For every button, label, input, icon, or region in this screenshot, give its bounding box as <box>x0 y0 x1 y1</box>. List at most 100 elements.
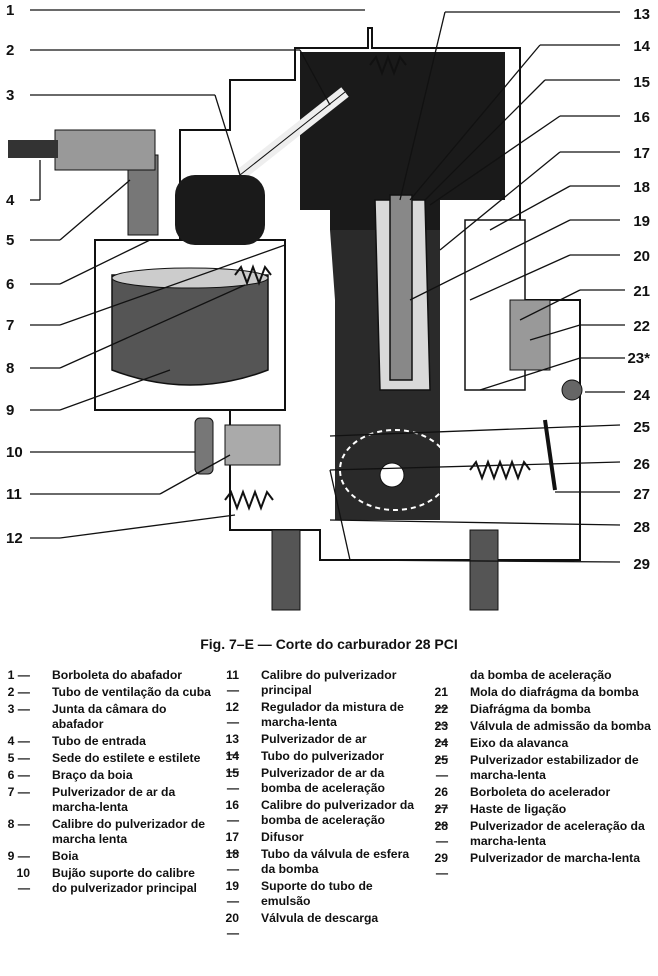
float-top <box>111 267 269 289</box>
callout-29: 29 <box>633 556 650 573</box>
legend-item: 19Suporte do tubo de emulsão <box>215 879 420 909</box>
legend-item-number: 18 <box>215 847 239 877</box>
legend-item: 1 Borboleta do abafador <box>6 668 211 683</box>
legend-item-text: Calibre do pulverizador da bomba de acel… <box>261 798 415 827</box>
callout-2: 2 <box>6 42 14 59</box>
legend-item-text: Tubo do pulverizador <box>261 749 384 763</box>
legend-item-number: 10 <box>6 866 30 896</box>
callout-27: 27 <box>633 486 650 503</box>
legend-item: 12 Regulador da mistura de marcha-lenta <box>215 700 420 730</box>
legend-item: 17Difusor <box>215 830 420 845</box>
legend-item-text: Boia <box>52 849 79 863</box>
legend-item: 25 Pulverizador estabilizador de marcha-l… <box>424 753 652 783</box>
callout-16: 16 <box>633 109 650 126</box>
callout-15: 15 <box>633 74 650 91</box>
callout-13: 13 <box>633 6 650 23</box>
inlet-fitting <box>54 129 156 171</box>
legend-item-number: 5 <box>6 751 30 766</box>
legend-item-text: da bomba de aceleração <box>470 668 612 682</box>
legend-item: 22Diafrágma da bomba <box>424 702 652 717</box>
legend-item-number: 12 <box>215 700 239 730</box>
legend-item-text: Borboleta do abafador <box>52 668 183 682</box>
legend-item-text: Pulverizador estabilizador de marcha-len… <box>470 753 639 782</box>
legend-item: 2 Tubo de ventilação da cuba <box>6 685 211 700</box>
legend-item-number: 17 <box>215 830 239 860</box>
legend-item-text: Sede do estilete e estilete <box>52 751 201 765</box>
throttle-valve <box>339 429 451 511</box>
mounting-studs <box>271 529 499 611</box>
legend-item: 24Eixo da alavanca <box>424 736 652 751</box>
legend-item: 23Válvula de admissão da bomba <box>424 719 652 734</box>
callout-8: 8 <box>6 360 14 377</box>
legend-item-text: Válvula de admissão da bomba <box>470 719 651 733</box>
legend-item-text: Tubo de ventilação da cuba <box>52 685 211 699</box>
legend-item-number: 2 <box>6 685 30 700</box>
callout-12: 12 <box>6 530 23 547</box>
legend-item-text: Junta da câmara do abafador <box>52 702 167 731</box>
callout-28: 28 <box>633 519 650 536</box>
main-jet <box>224 424 281 466</box>
legend-item-number: 6 <box>6 768 30 783</box>
legend-item-number: 25 <box>424 753 448 783</box>
legend-item: 29Pulverizador de marcha-lenta <box>424 851 652 866</box>
legend-item-number: 24 <box>424 736 448 766</box>
legend-item-number: 20 <box>215 911 239 941</box>
legend-item-number: 4 <box>6 734 30 749</box>
legend-item: 6 Braço da boia <box>6 768 211 783</box>
legend-column-3: da bomba de aceleração 21Mola do diafrágm… <box>424 668 652 868</box>
legend-item-text: Bujão suporte do calibre do pulverizador… <box>52 866 197 895</box>
legend-item-text: Haste de ligação <box>470 802 567 816</box>
legend-item: 15Pulverizador de ar da bomba de acelera… <box>215 766 420 796</box>
callout-14: 14 <box>633 38 650 55</box>
air-horn-chamber <box>300 52 505 230</box>
legend-item-text: Pulverizador de marcha-lenta <box>470 851 641 865</box>
legend-item-text: Mola do diafrágma da bomba <box>470 685 639 699</box>
legend-item: 3Junta da câmara do abafador <box>6 702 211 732</box>
legend-item: 8Calibre do pulverizador de marcha lenta <box>6 817 211 847</box>
callout-10: 10 <box>6 444 23 461</box>
figure-caption: Fig. 7–E — Corte do carburador 28 PCI <box>200 636 458 652</box>
legend-item-text: Válvula de descarga <box>261 911 379 925</box>
legend-item-number: 22 <box>424 702 448 732</box>
legend-item-number: 1 <box>6 668 30 683</box>
callout-7: 7 <box>6 317 14 334</box>
legend-item: 28Pulverizador de aceleração da marcha-l… <box>424 819 652 849</box>
legend-item-number: 23 <box>424 719 448 749</box>
legend-item-number: 8 <box>6 817 30 832</box>
callout-6: 6 <box>6 276 14 293</box>
callout-3: 3 <box>6 87 14 104</box>
legend-item: 21Mola do diafrágma da bomba <box>424 685 652 700</box>
legend-item-text: Borboleta do acelerador <box>470 785 611 799</box>
legend-item: 11Calibre do pulverizador principal <box>215 668 420 698</box>
legend-item-text: Difusor <box>261 830 304 844</box>
legend-item-number: 26 <box>424 785 448 815</box>
legend-item-text: Calibre do pulverizador principal <box>261 668 397 697</box>
leader-lines <box>30 9 625 563</box>
callout-4: 4 <box>6 192 15 209</box>
callout-9: 9 <box>6 402 14 419</box>
legend-item-text: Braço da boia <box>52 768 133 782</box>
legend-item: 7Pulverizador de ar da marcha-lenta <box>6 785 211 815</box>
legend-item-text: Pulverizador de ar da bomba de aceleraçã… <box>261 766 385 795</box>
legend-item: 13Pulverizador de ar <box>215 732 420 747</box>
legend-item-text: Tubo de entrada <box>52 734 146 748</box>
choke-chamber-gasket <box>175 175 265 245</box>
callout-19: 19 <box>633 213 650 230</box>
legend-column-1: 1 Borboleta do abafador 2 Tubo de ventilaçã… <box>6 668 211 898</box>
legend-item: 5 Sede do estilete e estilete <box>6 751 211 766</box>
float <box>111 274 269 386</box>
callout-26: 26 <box>633 456 650 473</box>
callout-24: 24 <box>633 387 650 404</box>
callout-20: 20 <box>633 248 650 265</box>
legend-item-text: Regulador da mistura de marcha-lenta <box>261 700 404 729</box>
legend-item-text: Diafrágma da bomba <box>470 702 591 716</box>
springs <box>224 54 531 511</box>
callout-25: 25 <box>633 419 650 436</box>
linkage-rod <box>543 419 557 491</box>
legend-item-text: Suporte do tubo de emulsão <box>261 879 373 908</box>
legend-item-number: 16 <box>215 798 239 828</box>
legend-item: 27Haste de ligação <box>424 802 652 817</box>
